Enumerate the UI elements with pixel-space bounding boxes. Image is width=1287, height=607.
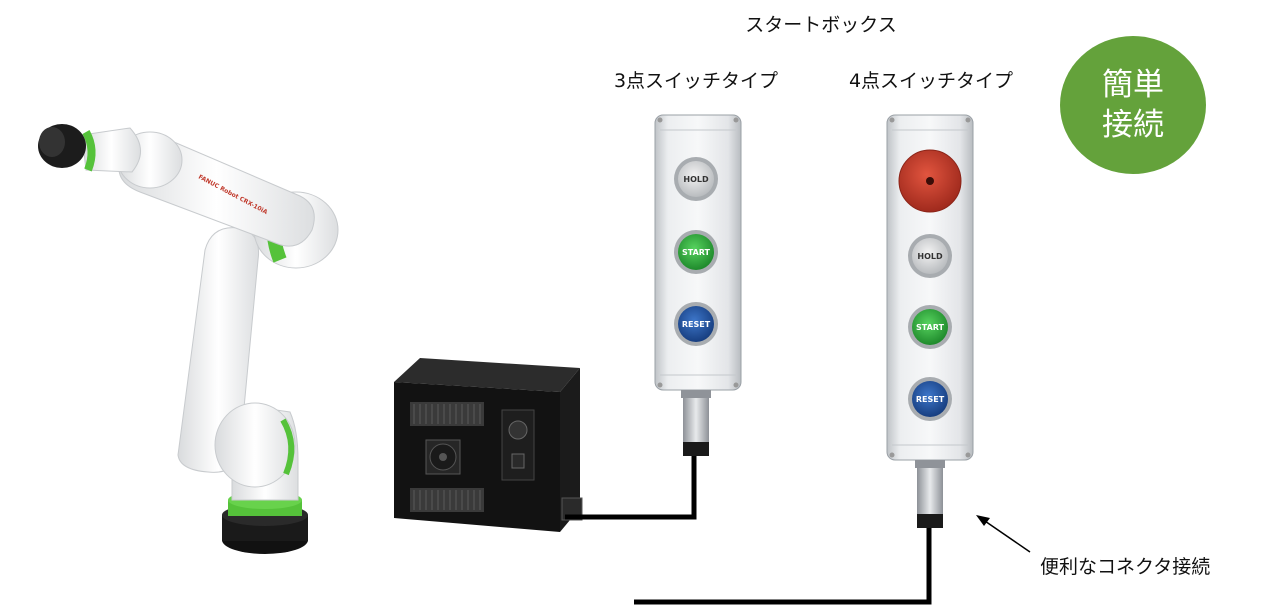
box-3-label: 3点スイッチタイプ bbox=[613, 70, 779, 92]
connector-pointer-arrow bbox=[976, 515, 1031, 553]
reset-button-4: RESET bbox=[908, 377, 952, 421]
badge-line-2: 接続 bbox=[1102, 107, 1164, 143]
badge-line-1: 簡単 bbox=[1102, 67, 1164, 103]
start-button-4-label: START bbox=[916, 323, 945, 332]
reset-button-3: RESET bbox=[674, 302, 718, 346]
hold-button-3: HOLD bbox=[674, 157, 718, 201]
robot-controller-illustration bbox=[394, 358, 583, 532]
start-button-3-label: START bbox=[682, 248, 711, 257]
start-box-title: スタートボックス bbox=[745, 14, 897, 36]
start-button-4: START bbox=[908, 305, 952, 349]
box-4-label: 4点スイッチタイプ bbox=[848, 70, 1014, 92]
start-button-3: START bbox=[674, 230, 718, 274]
hold-button-4: HOLD bbox=[908, 234, 952, 278]
hold-button-4-label: HOLD bbox=[917, 252, 943, 261]
cable-lines bbox=[565, 456, 932, 605]
reset-button-3-label: RESET bbox=[682, 320, 711, 329]
easy-connection-badge: 簡単 接続 bbox=[1060, 36, 1206, 174]
robot-arm-illustration: FANUC Robot CRX-10iA bbox=[38, 124, 339, 554]
reset-button-4-label: RESET bbox=[916, 395, 945, 404]
emergency-stop-button bbox=[898, 149, 962, 213]
connector-note: 便利なコネクタ接続 bbox=[1040, 556, 1211, 578]
hold-button-3-label: HOLD bbox=[683, 175, 709, 184]
